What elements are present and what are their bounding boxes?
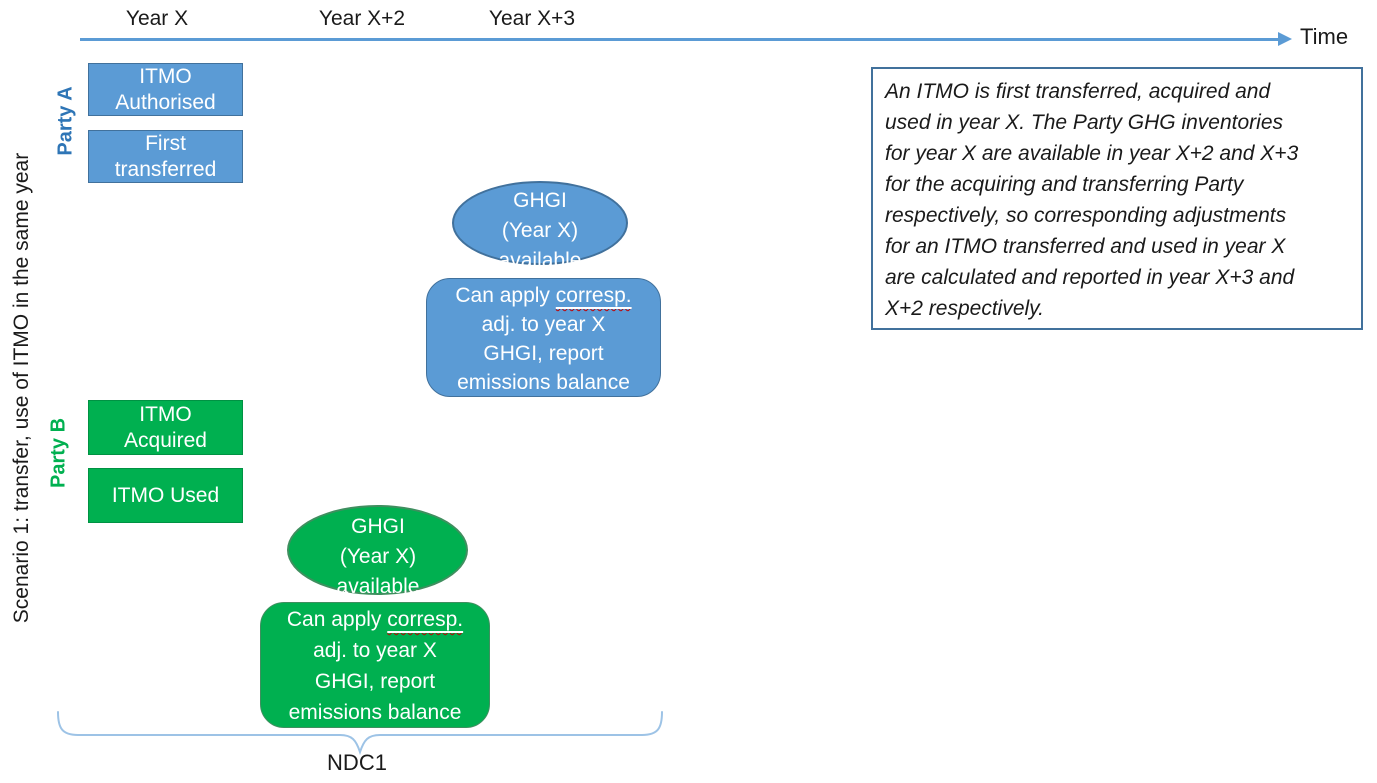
ellipse-text-line: GHGI <box>513 189 567 212</box>
process-text-line: emissions balance <box>288 701 462 724</box>
ellipse-text-line: GHGI <box>351 515 405 538</box>
note-line: for the acquiring and transferring Party <box>885 173 1244 196</box>
ghgi-available-ellipse-party-b <box>287 505 468 595</box>
year-x2-label: Year X+2 <box>318 7 406 30</box>
ndc1-label: NDC1 <box>327 750 387 775</box>
box-text-line: ITMO <box>139 64 192 88</box>
process-text-prefix: Can apply <box>286 608 388 631</box>
itmo-authorised-box: ITMO Authorised <box>88 63 243 116</box>
spellcheck-squiggle: corresp. <box>387 608 463 631</box>
process-text-line: GHGI, report <box>314 670 436 693</box>
ghgi-ellipse-text-party-b: GHGI (Year X) available <box>268 512 488 602</box>
spellcheck-squiggle: corresp. <box>556 284 632 307</box>
arrow-right-icon <box>1278 32 1292 46</box>
process-text-line: Can apply corresp. <box>427 281 660 310</box>
party-a-label: Party A <box>54 86 77 156</box>
process-text-line: adj. to year X <box>313 639 437 662</box>
timeline-axis <box>80 38 1280 41</box>
scenario-title: Scenario 1: transfer, use of ITMO in the… <box>10 152 33 624</box>
process-text-line: Can apply corresp. <box>261 604 489 635</box>
first-transferred-box: First transferred <box>88 130 243 183</box>
note-line: used in year X. The Party GHG inventorie… <box>885 111 1284 134</box>
note-line: are calculated and reported in year X+3 … <box>885 266 1295 289</box>
corresponding-adjustment-box-party-a: Can apply corresp. adj. to year X GHGI, … <box>426 278 661 397</box>
ellipse-text-line: (Year X) <box>501 219 579 242</box>
ndc1-brace <box>57 711 663 756</box>
box-text-line: ITMO Used <box>111 483 220 507</box>
underlined-word: corresp. <box>555 284 632 307</box>
ellipse-text-line: available <box>336 575 420 598</box>
box-text-line: transferred <box>114 157 217 181</box>
ghgi-available-ellipse-party-a <box>452 181 628 265</box>
box-text-line: Acquired <box>124 428 207 452</box>
note-line: respectively, so corresponding adjustmen… <box>885 204 1287 227</box>
box-text-line: ITMO <box>139 402 192 426</box>
process-text-line: emissions balance <box>457 371 630 394</box>
year-x3-label: Year X+3 <box>488 7 576 30</box>
process-text-line: adj. to year X <box>481 313 606 336</box>
underlined-word: corresp. <box>387 608 464 631</box>
note-line: X+2 respectively. <box>885 297 1044 320</box>
note-line: for an ITMO transferred and used in year… <box>885 235 1286 258</box>
time-axis-label: Time <box>1300 24 1349 49</box>
year-x-label: Year X <box>125 7 189 30</box>
ghgi-ellipse-text-party-a: GHGI (Year X) available <box>430 186 650 276</box>
corresponding-adjustment-box-party-b: Can apply corresp. adj. to year X GHGI, … <box>260 602 490 728</box>
party-b-label: Party B <box>47 417 70 489</box>
box-text-line: Authorised <box>115 90 216 114</box>
note-line: An ITMO is first transferred, acquired a… <box>885 80 1271 103</box>
process-text-prefix: Can apply <box>455 284 556 307</box>
process-text-line: GHGI, report <box>483 342 604 365</box>
itmo-acquired-box: ITMO Acquired <box>88 400 243 455</box>
itmo-used-box: ITMO Used <box>88 468 243 523</box>
note-line: for year X are available in year X+2 and… <box>885 142 1299 165</box>
ellipse-text-line: available <box>498 249 582 272</box>
explanation-note-box: An ITMO is first transferred, acquired a… <box>871 67 1363 330</box>
ellipse-text-line: (Year X) <box>339 545 417 568</box>
box-text-line: First <box>145 131 186 155</box>
